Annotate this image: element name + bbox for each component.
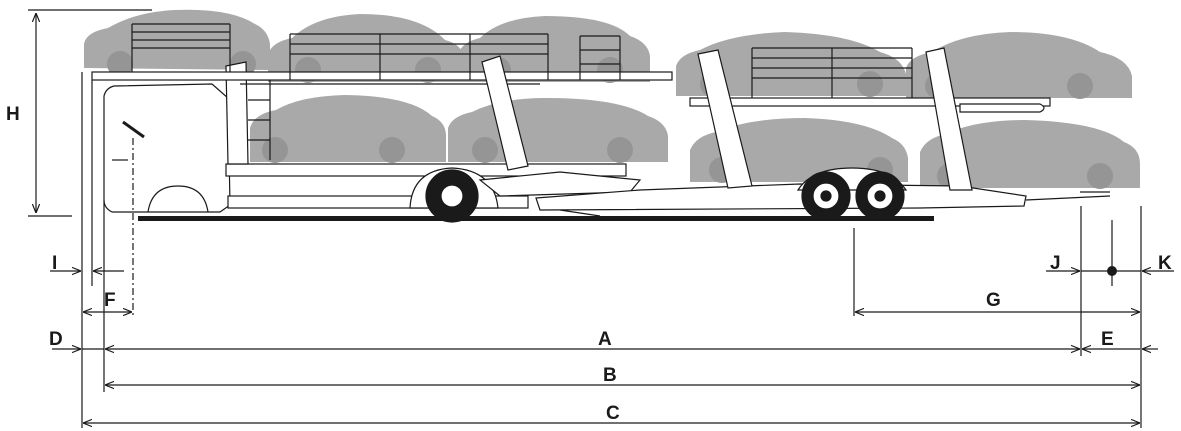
railings <box>131 23 913 98</box>
label-h: H <box>6 104 20 125</box>
label-f: F <box>104 290 116 311</box>
trailer-upper-deck <box>689 97 1051 107</box>
truck <box>91 55 673 223</box>
car-silhouette <box>250 95 446 163</box>
mirror <box>122 120 145 139</box>
ground-line <box>138 216 934 221</box>
label-d: D <box>49 329 63 350</box>
label-i: I <box>52 253 57 274</box>
trailer-wheels <box>801 171 905 221</box>
dimension-labels: H I F D A B C G J K E <box>6 104 1172 424</box>
label-g: G <box>986 290 1001 311</box>
trailer-column-front <box>697 49 753 189</box>
label-a: A <box>598 329 612 350</box>
dimension-lines <box>28 9 1174 428</box>
label-e: E <box>1101 329 1114 350</box>
label-j: J <box>1050 253 1061 274</box>
axle-center-dot <box>1107 266 1117 276</box>
label-b: B <box>603 365 617 386</box>
label-k: K <box>1158 253 1172 274</box>
car-silhouette <box>448 98 668 163</box>
truck-cab <box>103 83 231 213</box>
label-c: C <box>606 403 620 424</box>
trailer-column-rear <box>925 47 973 191</box>
truck-upper-deck <box>91 71 673 81</box>
